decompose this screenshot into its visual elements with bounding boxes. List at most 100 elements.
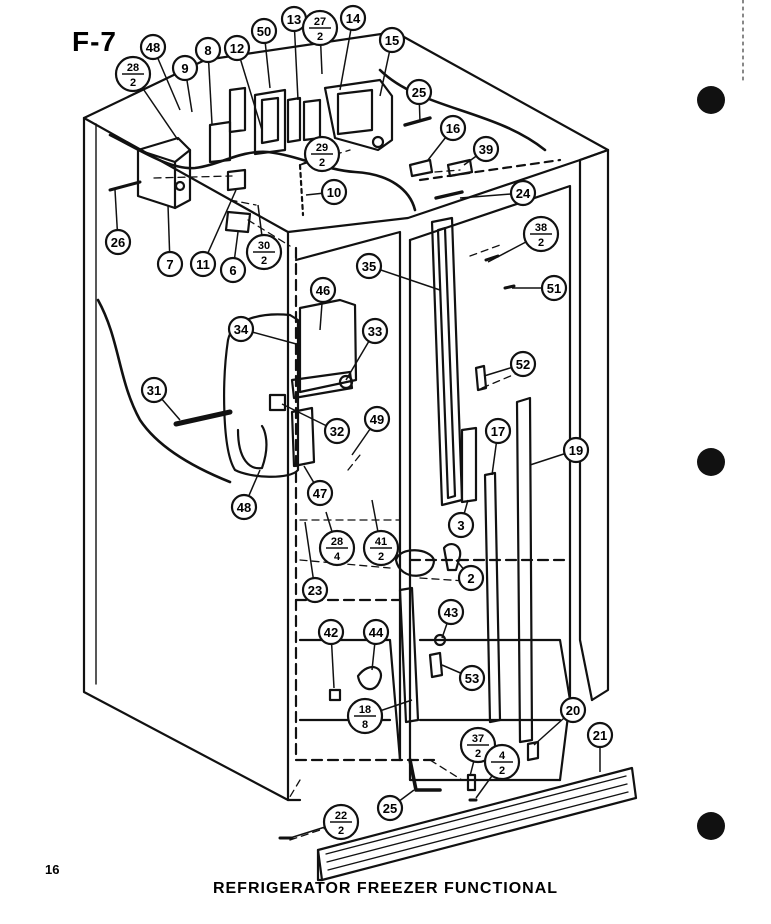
callout-number: 10 [327, 185, 341, 200]
callout-48b: 48 [230, 469, 261, 521]
callout-number: 22 [335, 810, 347, 822]
callout-quantity: 2 [538, 237, 544, 249]
callout-quantity: 2 [317, 31, 323, 43]
figure-label: F-7 [72, 26, 117, 57]
callout-leader [236, 47, 263, 131]
callout-number: 27 [314, 16, 326, 28]
callout-24: 24 [459, 179, 537, 207]
callout-circle [250, 17, 278, 45]
callout-leader [293, 18, 299, 101]
callout-quantity: 2 [130, 77, 136, 89]
callout-circle [140, 376, 168, 404]
callout-circle [156, 250, 184, 278]
callout-number: 35 [362, 259, 376, 274]
callout-circle [447, 511, 475, 539]
callout-number: 42 [324, 625, 338, 640]
callout-12: 12 [223, 34, 263, 131]
callout-quantity: 2 [261, 255, 267, 267]
callout-circle [230, 493, 258, 521]
callout-quantity: 2 [475, 748, 481, 760]
callout-number: 49 [370, 412, 384, 427]
callout-17: 17 [484, 417, 512, 476]
callout-number: 31 [147, 383, 161, 398]
callout-number: 38 [535, 222, 547, 234]
callout-47: 47 [303, 465, 334, 507]
top-components [208, 78, 474, 234]
callout-number: 39 [479, 142, 493, 157]
callout-circle [361, 317, 389, 345]
callout-number: 24 [516, 186, 531, 201]
callout-number: 52 [516, 357, 530, 372]
callout-number: 48 [146, 40, 160, 55]
callout-34: 34 [227, 315, 301, 346]
callout-31: 31 [140, 376, 181, 421]
control-box [108, 136, 192, 210]
callout-43: 43 [437, 598, 465, 639]
callout-circle [376, 794, 404, 822]
callout-28-2: 282 [114, 55, 179, 141]
callout-quantity: 2 [499, 765, 505, 777]
callout-quantity: 2 [338, 825, 344, 837]
callout-circle [562, 436, 590, 464]
callout-circle [227, 315, 255, 343]
binder-hole [697, 812, 725, 840]
callout-13: 13 [280, 5, 308, 101]
callout-circle [320, 178, 348, 206]
callout-32: 32 [281, 403, 351, 445]
callout-number: 25 [412, 85, 426, 100]
callout-44: 44 [362, 618, 390, 671]
callout-number: 19 [569, 443, 583, 458]
callout-14: 14 [339, 4, 367, 91]
callout-number: 34 [234, 322, 249, 337]
callout-circle [378, 26, 406, 54]
callout-quantity: 8 [362, 719, 368, 731]
callout-9: 9 [171, 54, 199, 113]
callout-number: 25 [383, 801, 397, 816]
callout-16: 16 [427, 114, 467, 161]
callout-51: 51 [512, 274, 568, 302]
callout-number: 17 [491, 424, 505, 439]
callout-number: 41 [375, 536, 387, 548]
callout-15: 15 [378, 26, 406, 97]
callout-number: 23 [308, 583, 322, 598]
callout-circle [301, 576, 329, 604]
callout-number: 3 [457, 518, 464, 533]
callout-circle [458, 664, 486, 692]
callout-number: 26 [111, 235, 125, 250]
callout-number: 9 [181, 61, 188, 76]
callout-circle [306, 479, 334, 507]
callout-circle [355, 252, 383, 280]
callout-41-2: 412 [362, 499, 400, 567]
lower-components [278, 543, 540, 840]
callout-circle [439, 114, 467, 142]
callout-3: 3 [447, 499, 475, 539]
callout-21: 21 [586, 721, 614, 772]
callout-number: 7 [166, 257, 173, 272]
callout-number: 29 [316, 142, 328, 154]
callout-circle [405, 78, 433, 106]
callout-10: 10 [305, 178, 348, 206]
callout-4-2: 42 [475, 743, 521, 799]
diagram-caption: REFRIGERATOR FREEZER FUNCTIONAL [212, 880, 559, 897]
callout-circle [223, 34, 251, 62]
callout-number: 21 [593, 728, 607, 743]
callout-38-2: 382 [487, 215, 560, 263]
callout-number: 11 [196, 257, 210, 272]
callout-number: 8 [204, 43, 211, 58]
callout-6: 6 [219, 231, 247, 284]
callout-circle [339, 4, 367, 32]
air-duct-assembly [173, 298, 358, 478]
callout-circle [323, 417, 351, 445]
callout-11: 11 [189, 189, 237, 278]
callout-number: 43 [444, 605, 458, 620]
callout-number: 33 [368, 324, 382, 339]
callout-23: 23 [301, 521, 329, 604]
callout-number: 16 [446, 121, 460, 136]
callout-circle [457, 564, 485, 592]
callout-46: 46 [309, 276, 337, 331]
callout-circle [363, 405, 391, 433]
callout-number: 6 [229, 263, 236, 278]
binder-hole [697, 448, 725, 476]
